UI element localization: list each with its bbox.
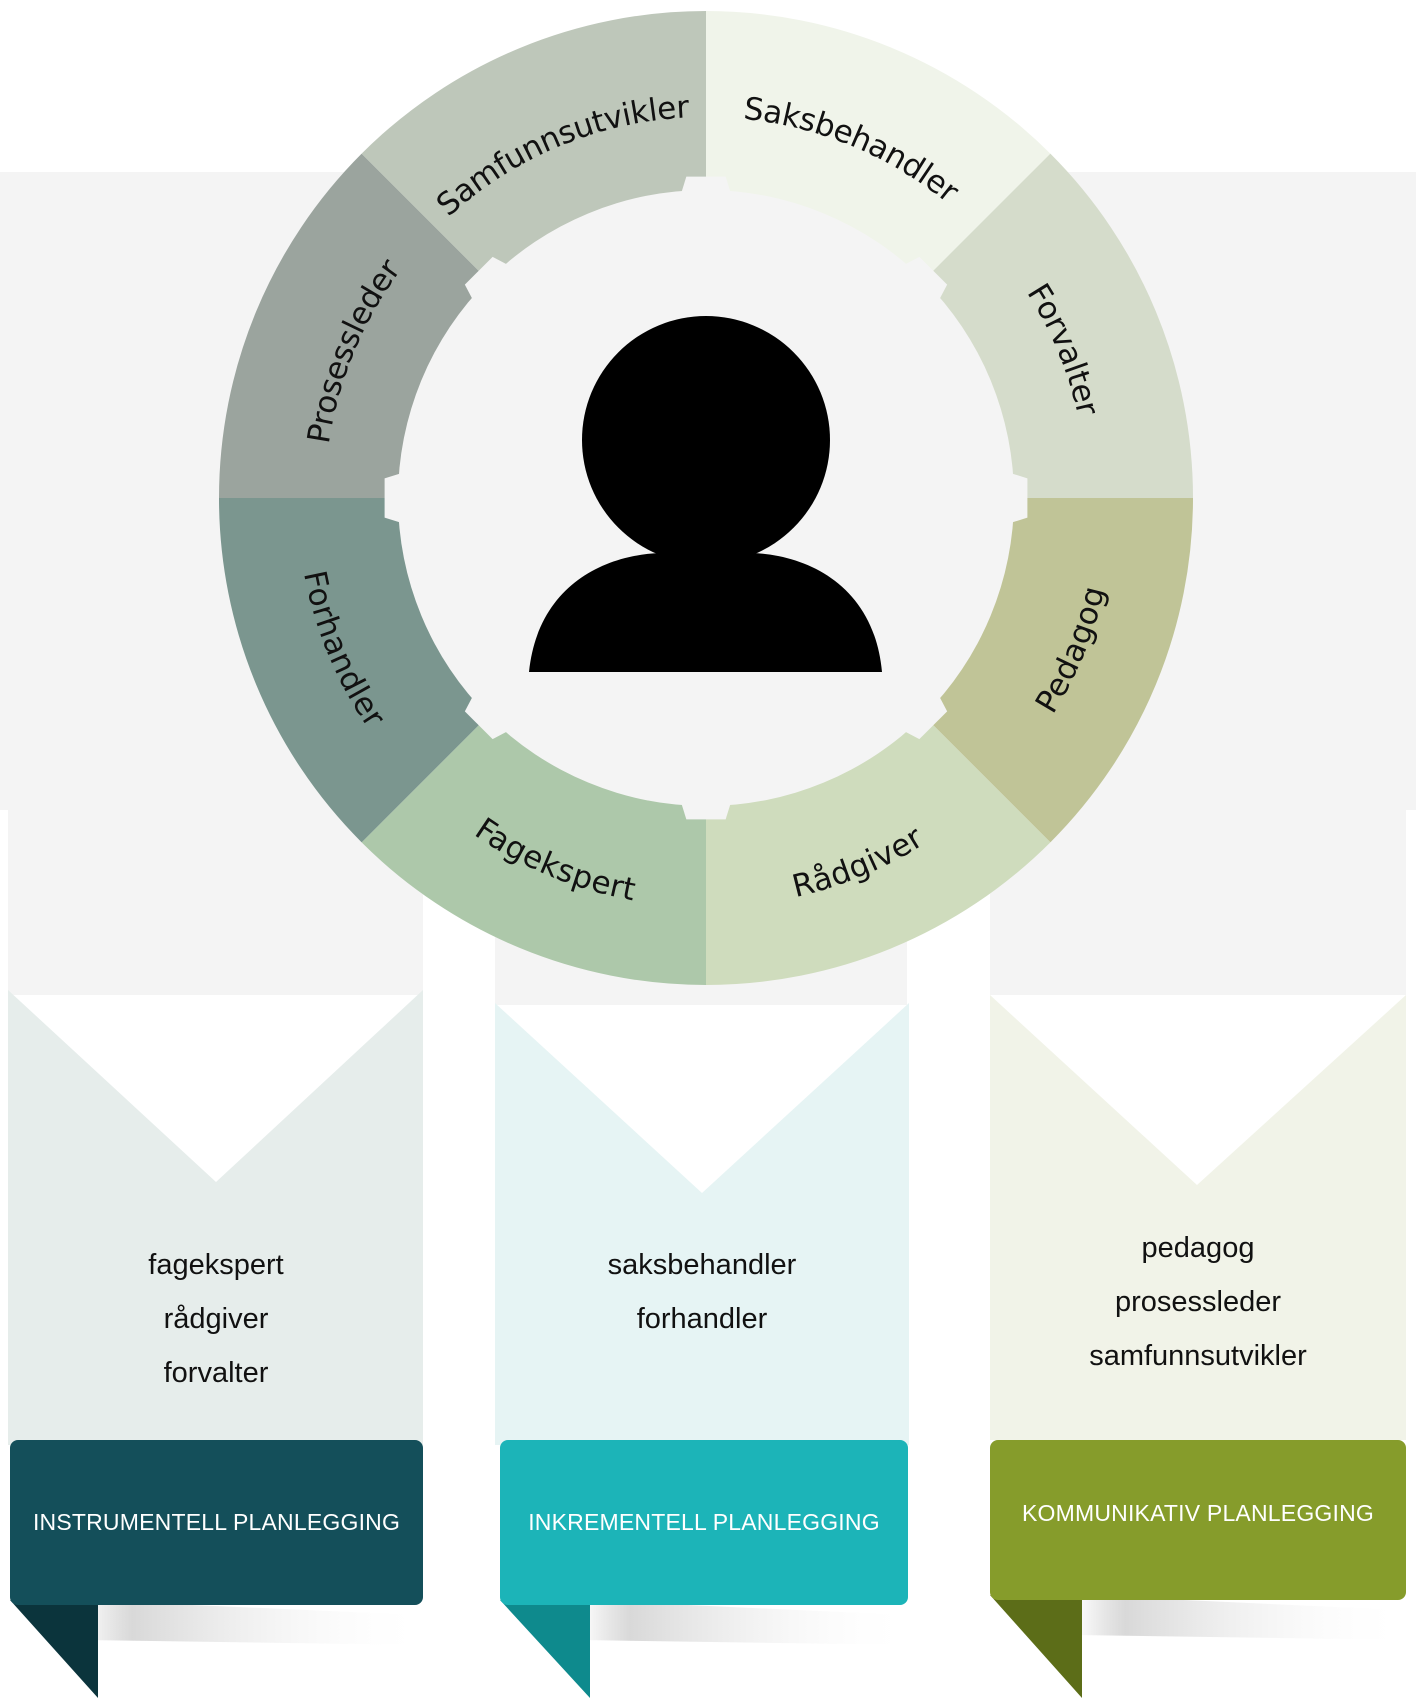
wheel-segment xyxy=(706,11,1051,283)
banner-shadow-1 xyxy=(80,1600,430,1645)
banner-kommunikativ-planlegging: KOMMUNIKATIV PLANLEGGING xyxy=(990,1440,1406,1600)
role-panel-2 xyxy=(495,1003,909,1445)
person-silhouette-icon xyxy=(529,316,882,672)
wheel-segment xyxy=(361,713,706,985)
wheel-segment xyxy=(921,498,1193,843)
gear-tooth xyxy=(384,469,413,527)
banner-shadow-3 xyxy=(1075,1595,1410,1640)
role-list-kommunikativ: pedagog prosessleder samfunnsutvikler xyxy=(988,1221,1408,1383)
wheel-segment xyxy=(361,11,706,283)
role-item: rådgiver xyxy=(163,1303,269,1335)
gear-tooth xyxy=(677,791,735,820)
role-list-inkrementell: saksbehandler forhandler xyxy=(492,1238,912,1346)
wheel-segment xyxy=(706,713,1051,985)
wheel-segment xyxy=(219,498,491,843)
role-item: fagekspert xyxy=(148,1249,284,1281)
wheel-segment xyxy=(219,153,491,498)
role-item: forhandler xyxy=(636,1303,768,1335)
role-item: samfunnsutvikler xyxy=(1089,1340,1307,1372)
banner-inkrementell-planlegging: INKREMENTELL PLANLEGGING xyxy=(500,1440,908,1605)
banner-fold-3 xyxy=(990,1595,1082,1698)
banner-instrumentell-planlegging: INSTRUMENTELL PLANLEGGING xyxy=(10,1440,423,1605)
role-item: saksbehandler xyxy=(607,1249,797,1281)
banner-shadow-2 xyxy=(580,1600,915,1645)
role-item: prosessleder xyxy=(1114,1286,1282,1318)
role-panel-3 xyxy=(990,995,1406,1440)
gear-tooth xyxy=(999,469,1028,527)
wheel-segment xyxy=(921,153,1193,498)
gear-tooth xyxy=(677,176,735,205)
gear-tooth xyxy=(464,256,519,311)
gear-tooth xyxy=(464,685,519,740)
banner-fold-1 xyxy=(10,1600,98,1698)
role-list-instrumentell: fagekspert rådgiver forvalter xyxy=(6,1238,426,1400)
role-item: forvalter xyxy=(163,1357,269,1389)
gear-tooth xyxy=(893,256,948,311)
role-item: pedagog xyxy=(1141,1232,1255,1264)
role-panel-1 xyxy=(8,990,423,1445)
gear-tooth xyxy=(893,685,948,740)
banner-fold-2 xyxy=(500,1600,590,1698)
